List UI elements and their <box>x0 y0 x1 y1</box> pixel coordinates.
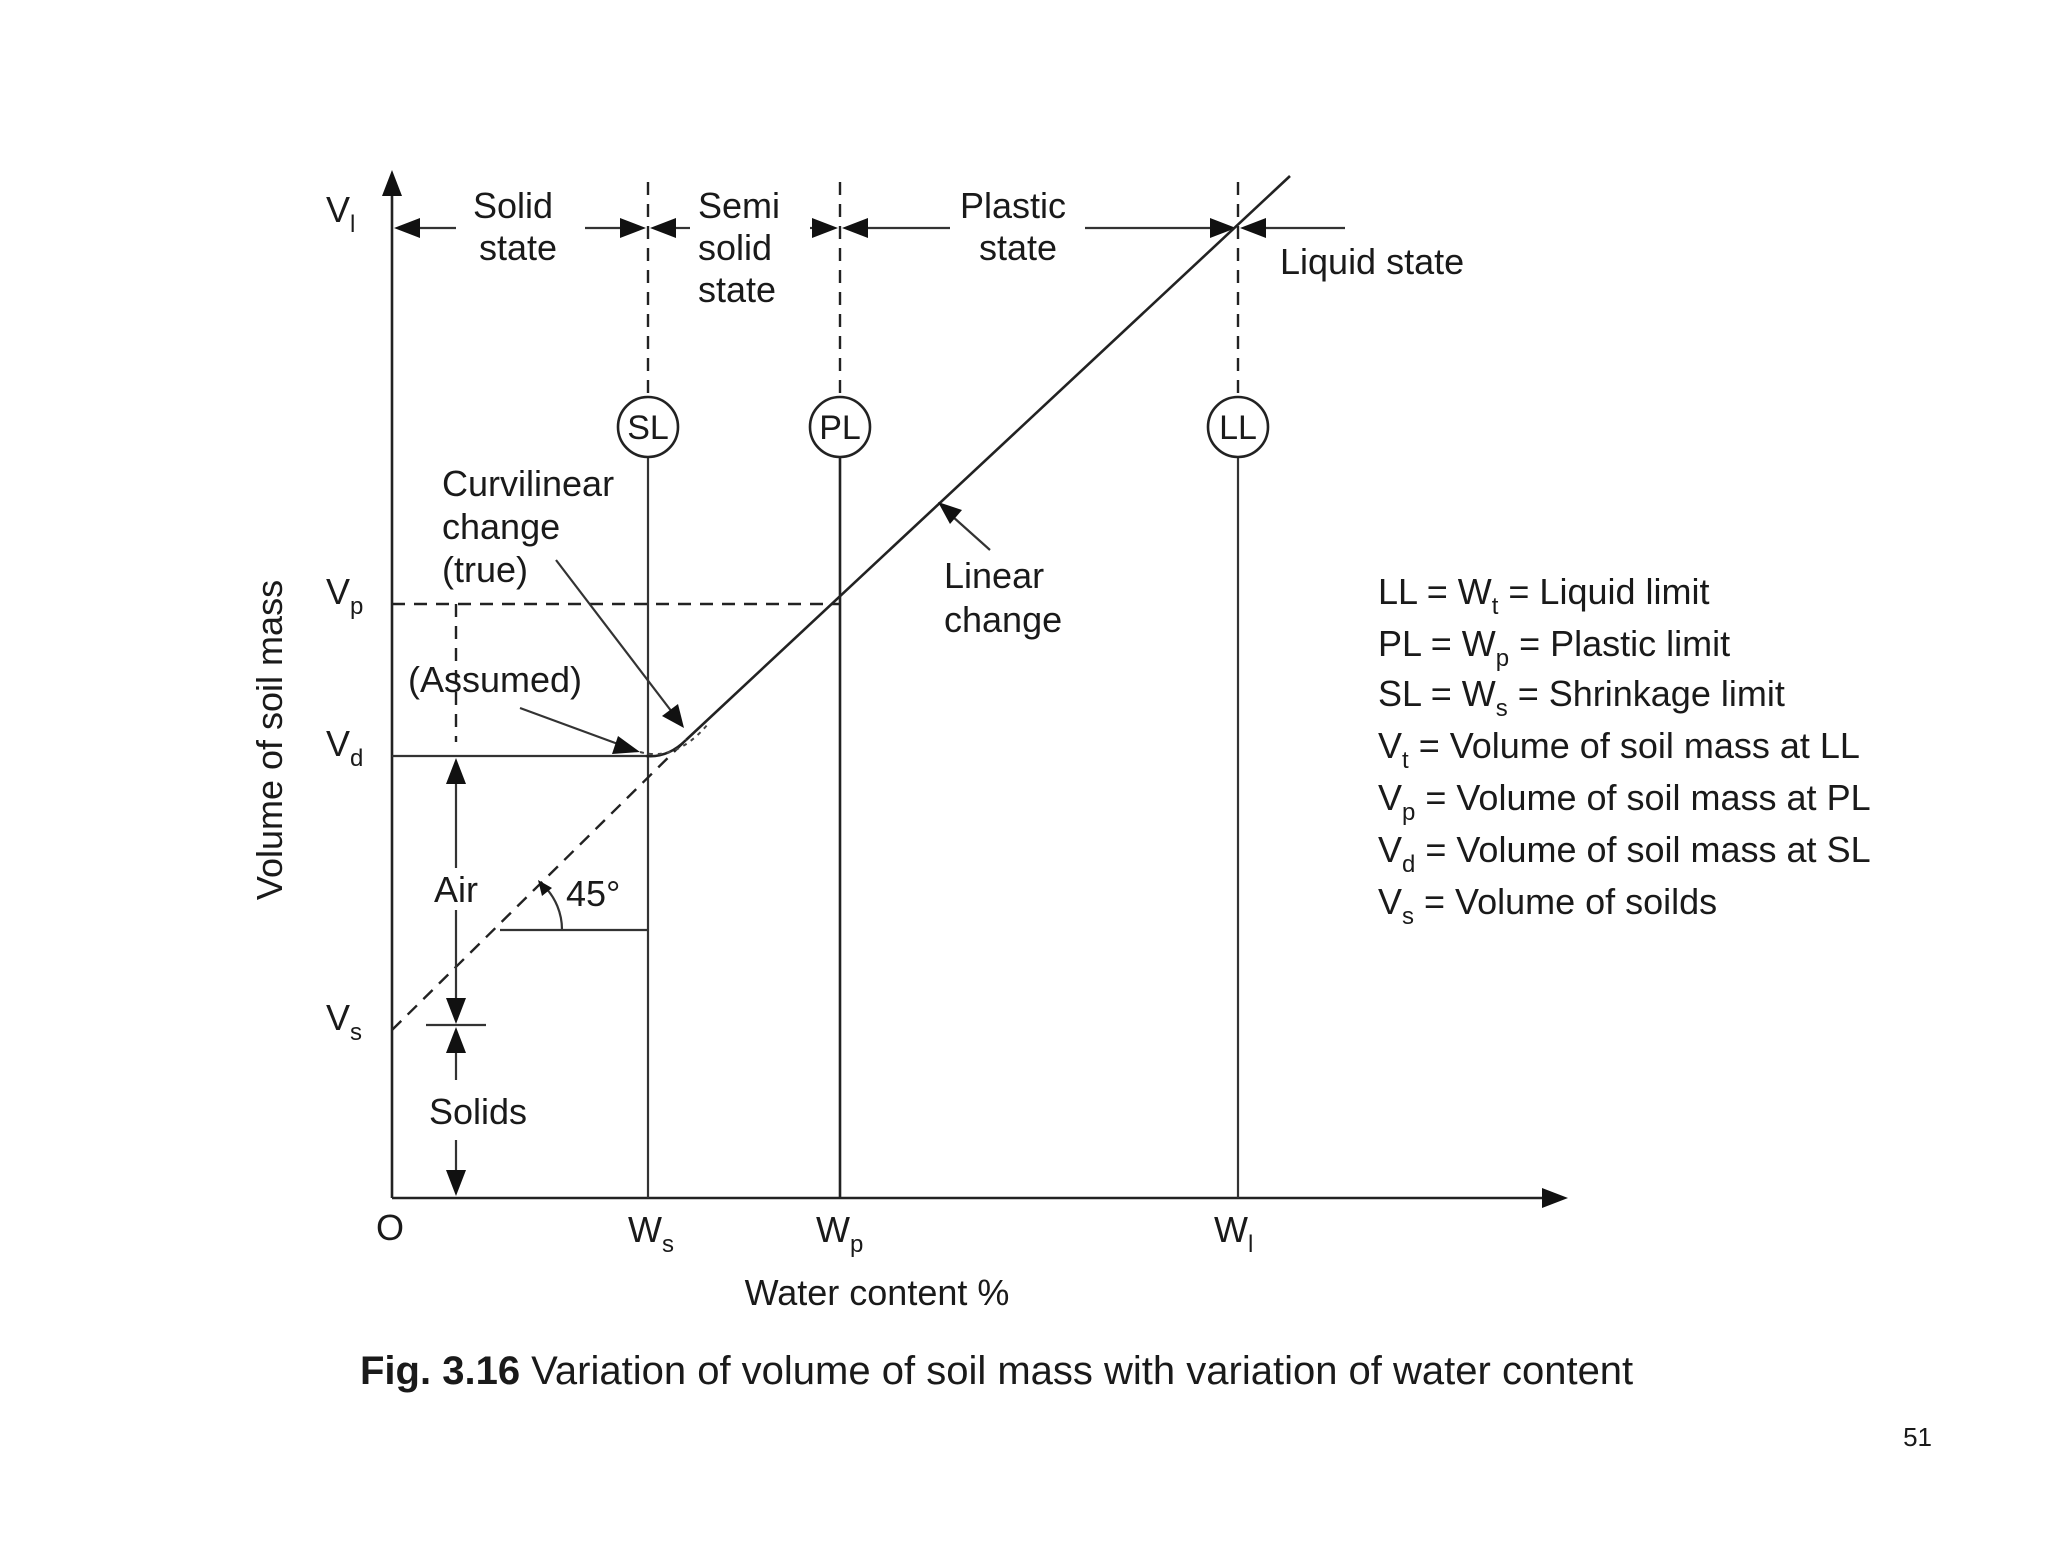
y-tick-vp: Vp <box>326 571 363 620</box>
plastic-state-label: Plastic state <box>960 185 1076 268</box>
y-tick-vl: Vl <box>326 189 355 238</box>
angle-label: 45° <box>566 873 620 914</box>
legend: LL = Wt = Liquid limit PL = Wp = Plastic… <box>1378 571 1871 930</box>
y-tick-vs: Vs <box>326 997 362 1046</box>
angle-arrowhead <box>538 880 552 896</box>
state-arrows <box>394 218 1345 238</box>
x-axis-arrowhead <box>1542 1188 1568 1208</box>
x-tick-ws: Ws <box>628 1209 674 1258</box>
legend-item: Vp = Volume of soil mass at PL <box>1378 777 1871 826</box>
y-axis-label: Volume of soil mass <box>249 580 290 900</box>
assumed-pointer-head <box>612 736 640 754</box>
solids-label: Solids <box>429 1091 527 1132</box>
linear-pointer-head <box>938 502 962 524</box>
semi-solid-state-label: Semi solid state <box>698 185 790 310</box>
origin-label: O <box>376 1207 404 1248</box>
legend-item: SL = Ws = Shrinkage limit <box>1378 673 1785 722</box>
angle-arc <box>543 885 564 931</box>
legend-item: Vt = Volume of soil mass at LL <box>1378 725 1860 774</box>
x-axis-label: Water content % <box>745 1272 1010 1313</box>
x-tick-wp: Wp <box>816 1209 863 1258</box>
legend-item: Vd = Volume of soil mass at SL <box>1378 829 1871 878</box>
air-label: Air <box>434 869 478 910</box>
linear-change-label: Linear change <box>944 555 1062 640</box>
linear-change-line <box>685 175 1291 741</box>
assumed-label: (Assumed) <box>408 659 582 700</box>
curvilinear-pointer-head <box>662 704 684 728</box>
pl-label: PL <box>819 409 861 447</box>
x-tick-wl: Wl <box>1214 1209 1253 1258</box>
assumed-pointer <box>519 706 619 746</box>
page-number: 51 <box>1903 1422 1932 1452</box>
figure-caption: Fig. 3.16 Variation of volume of soil ma… <box>360 1349 1633 1393</box>
legend-item: PL = Wp = Plastic limit <box>1378 623 1730 672</box>
sl-marker: SL <box>616 395 680 459</box>
sl-label: SL <box>627 409 669 447</box>
air-dimension-arrow <box>446 758 466 1024</box>
curvilinear-label: Curvilinear change (true) <box>442 463 624 590</box>
ll-marker: LL <box>1206 395 1270 459</box>
ll-label: LL <box>1219 409 1257 447</box>
curvilinear-pointer <box>555 559 673 713</box>
solids-dimension-arrow <box>446 1027 466 1196</box>
linear-pointer <box>951 515 991 551</box>
legend-item: LL = Wt = Liquid limit <box>1378 571 1710 620</box>
solid-state-label: Solid state <box>473 185 563 268</box>
extrapolated-dashed-line <box>391 739 687 1031</box>
y-axis-arrowhead <box>382 170 402 196</box>
pl-marker: PL <box>808 395 872 459</box>
y-tick-vd: Vd <box>326 723 363 772</box>
legend-item: Vs = Volume of soilds <box>1378 881 1717 930</box>
liquid-state-label: Liquid state <box>1280 241 1464 282</box>
